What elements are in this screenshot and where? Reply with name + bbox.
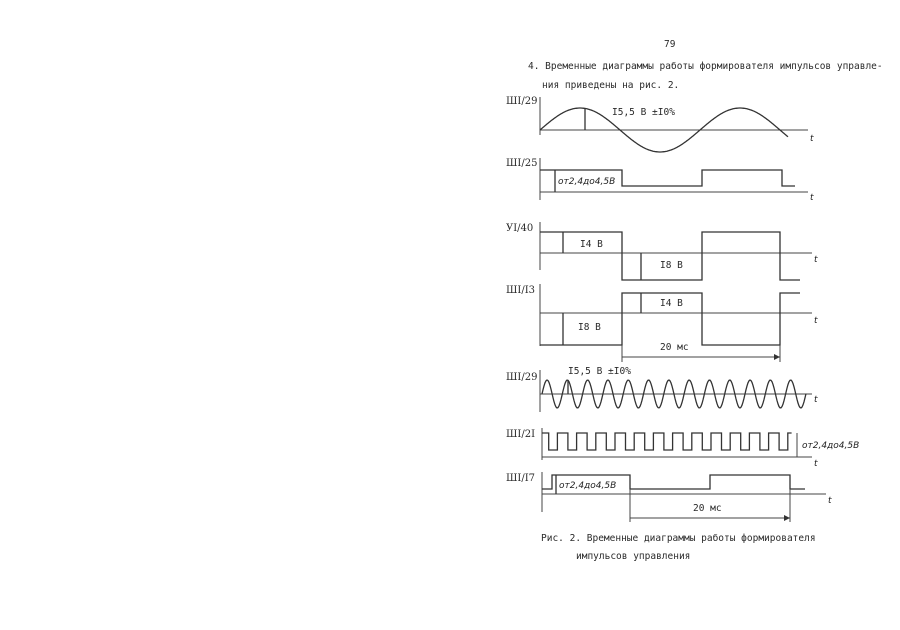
diagram-sine-slow: ШI/29 t I5,5 B ±I0%	[506, 96, 814, 153]
axis-t-label: t	[810, 134, 814, 144]
period-annotation: 20 мс	[693, 503, 722, 514]
axis-t-label: t	[810, 193, 814, 203]
page-number: 79	[664, 39, 676, 50]
diagram-pulse-21: ШI/2I t от2,4до4,5В	[506, 428, 859, 469]
period-annotation: 20 мс	[660, 342, 689, 353]
axis-t-label: t	[814, 255, 818, 265]
level-annotation: от2,4до4,5В	[559, 481, 616, 491]
signal-label: ШI/2I	[506, 429, 535, 440]
signal-label: ШI/25	[506, 158, 537, 169]
axis-t-label: t	[828, 496, 832, 506]
sine-wave	[541, 379, 807, 409]
axis-t-label: t	[814, 316, 818, 326]
level-annotation: от2,4до4,5В	[802, 441, 859, 451]
high-level-annotation: I4 B	[660, 298, 683, 309]
pulse-train	[542, 432, 792, 451]
signal-label: ШI/29	[506, 372, 537, 383]
figure-caption-line-2: импульсов управления	[576, 551, 690, 562]
diagram-pulse-17: ШI/I7 t от2,4до4,5В 20 мс	[506, 472, 832, 522]
pulse-wave	[540, 292, 800, 346]
sine-wave	[539, 107, 789, 153]
pulse-wave	[540, 231, 800, 281]
axis-t-label: t	[814, 395, 818, 405]
low-level-annotation: I8 B	[578, 322, 601, 333]
diagram-sine-fast: ШI/29 t I5,5 B ±I0%	[506, 366, 818, 412]
diagram-pulse-25: ШI/25 t от2,4до4,5В	[506, 158, 814, 203]
paragraph-line-1: 4. Временные диаграммы работы формироват…	[528, 61, 883, 72]
paragraph-line-2: ния приведены на рис. 2.	[542, 80, 679, 91]
signal-label: ШI/I7	[506, 473, 535, 484]
signal-label: ШI/I3	[506, 285, 535, 296]
figure-caption-line-1: Рис. 2. Временные диаграммы работы форми…	[541, 533, 816, 544]
axis-t-label: t	[814, 459, 818, 469]
amplitude-annotation: I5,5 B ±I0%	[612, 107, 675, 118]
high-level-annotation: I4 B	[580, 239, 603, 250]
pulse-wave	[542, 474, 805, 490]
pulse-wave	[540, 169, 795, 187]
amplitude-annotation: I5,5 B ±I0%	[568, 366, 631, 377]
signal-label: ШI/29	[506, 96, 537, 107]
diagram-pulse-13: ШI/I3 t I4 B I8 B 20 мс	[506, 284, 818, 362]
low-level-annotation: I8 B	[660, 260, 683, 271]
diagram-pulse-40: УI/40 t I4 B I8 B	[506, 222, 818, 281]
signal-label: УI/40	[506, 223, 533, 234]
level-annotation: от2,4до4,5В	[558, 177, 615, 187]
